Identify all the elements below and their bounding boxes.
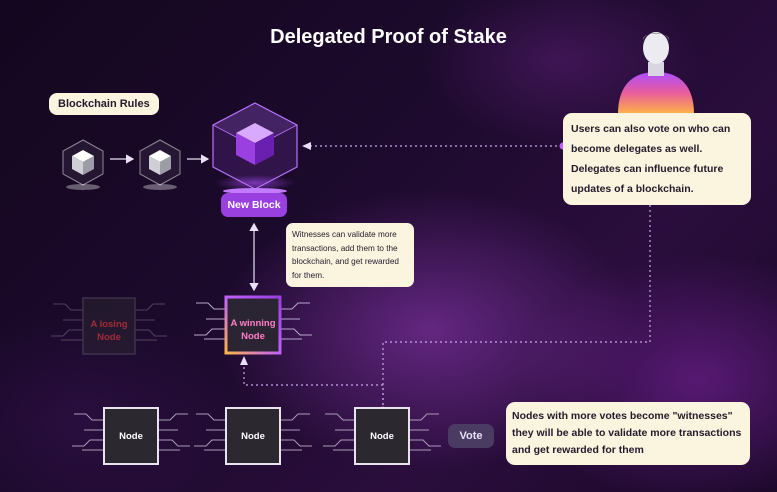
vote-to-winner-line — [243, 362, 384, 410]
witness-note: Witnesses can validate more transactions… — [286, 223, 414, 287]
node-chip-icon — [323, 407, 441, 465]
losing-node-label: A losing Node — [90, 319, 128, 343]
arrowhead — [240, 356, 248, 365]
vote-label: Vote — [448, 424, 494, 448]
new-block-label: New Block — [221, 193, 287, 217]
person-icon — [618, 32, 694, 114]
users-note: Users can also vote on who can become de… — [563, 113, 751, 205]
votes-note: Nodes with more votes become "witnesses"… — [506, 402, 750, 465]
cube-icon — [62, 139, 104, 190]
arrowhead — [302, 142, 311, 150]
node-label: Node — [370, 431, 394, 442]
page-title: Delegated Proof of Stake — [270, 26, 507, 48]
blockchain-rules-label: Blockchain Rules — [49, 93, 159, 115]
node-chip-icon — [72, 407, 190, 465]
winning-node-label: A winning Node — [230, 318, 276, 342]
vote-to-users-line — [382, 200, 651, 410]
new-block-cube-icon — [212, 102, 298, 194]
node-label: Node — [241, 431, 265, 442]
node-chip-icon — [194, 407, 312, 465]
cube-icon — [139, 139, 181, 190]
losing-node-chip-icon — [51, 297, 167, 355]
node-label: Node — [119, 431, 143, 442]
winning-node-chip-icon — [194, 295, 312, 355]
